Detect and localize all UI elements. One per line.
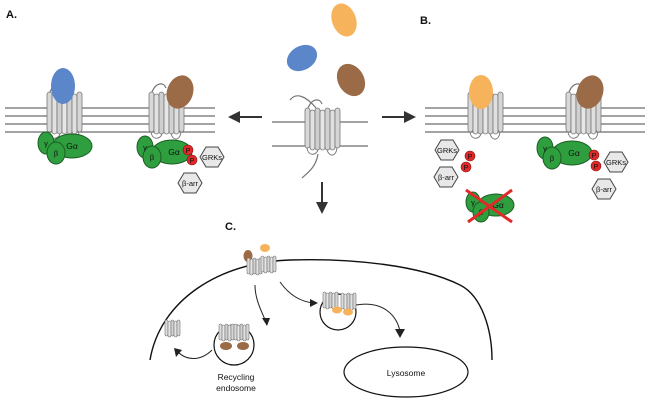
- brown-ligand-a: [166, 75, 194, 109]
- plasma-membrane-b: [425, 107, 645, 133]
- grks-label: GRKs: [202, 153, 222, 162]
- panel-a-label: A.: [6, 9, 17, 21]
- recycling-endosome-label-1: Recycling: [218, 372, 255, 382]
- grks-hexagon-b2: GRKs: [603, 151, 629, 173]
- g-protein-b2: Gα γ β: [536, 136, 593, 170]
- g-protein-a2: Gα γ β: [136, 135, 193, 169]
- beta-label: β: [550, 154, 555, 163]
- beta-arr-label: β-arr: [438, 173, 454, 182]
- arrow-to-panel-a: [228, 111, 262, 123]
- g-protein-a1: Gα γ β: [37, 131, 93, 165]
- brown-ligand-b: [576, 75, 604, 109]
- arrow-to-surface: [177, 349, 213, 359]
- panel-b-label: B.: [420, 15, 431, 27]
- arrow-to-panel-b: [382, 111, 416, 123]
- gamma-label: γ: [543, 144, 547, 153]
- gamma-label: γ: [143, 143, 147, 152]
- recycling-endosome: [213, 323, 255, 366]
- cell-membrane: [149, 259, 493, 361]
- beta-arrestin-hexagon-a: β-arr: [177, 172, 203, 194]
- trafficking-arrows: [174, 281, 405, 359]
- g-protein-crossed: Gα γ β: [465, 188, 515, 224]
- lysosome: [343, 346, 469, 398]
- g-alpha-label: Gα: [568, 148, 580, 158]
- beta-label: β: [54, 149, 59, 158]
- endocytic-vesicle: [319, 291, 357, 331]
- phospho-label: P: [189, 156, 194, 165]
- arrow-to-lysosome: [355, 303, 401, 333]
- phospho-label: P: [591, 151, 596, 160]
- g-alpha-label: Gα: [66, 141, 78, 151]
- cross-mark: [467, 188, 513, 224]
- orange-ligand-b: [469, 75, 493, 109]
- gamma-label: γ: [471, 198, 475, 207]
- center-receptor: [272, 3, 368, 179]
- beta-arrestin-hexagon-b2: β-arr: [591, 178, 617, 200]
- panel-c: C. Recycling endosome: [149, 221, 493, 398]
- beta-label: β: [150, 153, 155, 162]
- blue-ligand-a: [51, 68, 75, 104]
- panel-b: B. P P GRKs β-arr Gα: [420, 15, 645, 224]
- beta-arr-label: β-arr: [596, 185, 612, 194]
- orange-ligand-center: [331, 3, 357, 37]
- arrow-to-recycling: [254, 284, 267, 323]
- beta-arr-label: β-arr: [182, 179, 198, 188]
- panel-c-label: C.: [225, 221, 236, 233]
- g-alpha-label: Gα: [168, 147, 180, 157]
- phosphate-group-b2: P P: [588, 149, 602, 172]
- brown-ligand-center: [336, 63, 366, 97]
- lysosome-label: Lysosome: [387, 368, 426, 378]
- grks-hexagon-a: GRKs: [199, 146, 225, 168]
- arrow-to-vesicle: [279, 281, 315, 304]
- g-alpha-label: Gα: [492, 200, 504, 210]
- phospho-label: P: [593, 162, 598, 171]
- phospho-label: P: [185, 146, 190, 155]
- arrow-to-panel-c: [316, 182, 328, 214]
- phospho-label: P: [467, 152, 472, 161]
- blue-ligand-center: [286, 44, 318, 72]
- recycling-endosome-label-2: endosome: [216, 383, 256, 393]
- recycled-receptor: [164, 319, 181, 338]
- phosphate-group-a: P P: [182, 144, 198, 166]
- grks-label: GRKs: [606, 158, 626, 167]
- panel-a: A. Gα γ β Gα γ β: [5, 9, 225, 194]
- phosphate-group-b1: P P: [460, 150, 476, 173]
- gamma-label: γ: [44, 139, 48, 148]
- beta-arrestin-hexagon-b1: β-arr: [433, 166, 459, 188]
- grks-label: GRKs: [437, 146, 457, 155]
- surface-receptors: [243, 244, 277, 276]
- grks-hexagon-b1: GRKs: [434, 139, 460, 161]
- phospho-label: P: [463, 163, 468, 172]
